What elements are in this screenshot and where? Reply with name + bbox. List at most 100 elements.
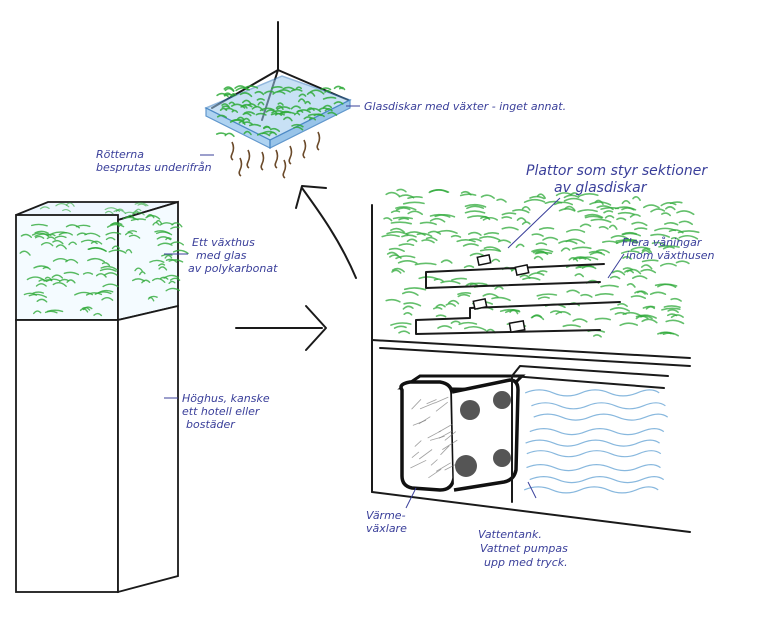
plant-stroke [93, 312, 103, 317]
plant-stroke [224, 132, 235, 138]
plant-stroke [255, 112, 267, 116]
plant-stroke [602, 240, 619, 244]
label-greenhouse-3: av polykarbonat [188, 262, 278, 275]
plant-stroke [104, 272, 118, 276]
plant-stroke [169, 277, 181, 281]
plant-stroke [497, 239, 511, 244]
hatch-stroke [430, 459, 438, 466]
plant-stroke [158, 266, 168, 271]
plant-stroke [649, 291, 667, 295]
hatch-stroke [440, 445, 450, 456]
label-greenhouse-2: med glas [196, 249, 247, 262]
plant-stroke [303, 116, 312, 120]
plant-stroke [467, 215, 489, 219]
plant-stroke [407, 196, 423, 199]
plant-stroke [161, 253, 173, 257]
plant-stroke [137, 203, 147, 207]
plate-control [476, 253, 492, 267]
plant-stroke [224, 107, 235, 111]
plant-stroke [35, 283, 47, 287]
plant-stroke [643, 204, 660, 209]
root-stroke [302, 139, 307, 159]
plant-stroke [23, 292, 37, 296]
plant-stroke [445, 302, 456, 307]
plant-stroke [536, 293, 558, 297]
plant-stroke [68, 241, 77, 246]
plant-stroke [105, 237, 116, 241]
plant-stroke [152, 277, 166, 283]
plant-stroke [580, 293, 593, 298]
plant-stroke [339, 86, 346, 91]
plant-stroke [458, 321, 478, 326]
plant-stroke [414, 262, 437, 266]
plant-stroke [512, 209, 530, 214]
plant-stroke [130, 218, 146, 222]
section-plants [381, 188, 700, 338]
plant-stroke [390, 322, 412, 326]
plant-stroke [257, 101, 265, 106]
plant-stroke [26, 276, 45, 281]
plant-stroke [63, 271, 80, 276]
plant-stroke [568, 257, 579, 262]
plant-stroke [403, 302, 422, 307]
plant-stroke [320, 87, 332, 91]
plate-control [472, 297, 488, 311]
plant-stroke [65, 258, 79, 264]
plant-stroke [515, 243, 525, 248]
plant-stroke [622, 238, 639, 243]
plant-stroke [390, 210, 401, 214]
label-roots-1: Rötterna [96, 148, 144, 161]
plant-stroke [297, 98, 306, 103]
plant-stroke [584, 213, 604, 219]
label-highrise-3: bostäder [186, 418, 236, 431]
plant-stroke [635, 315, 649, 320]
plant-stroke [223, 92, 231, 96]
plant-stroke [216, 92, 229, 98]
plant-stroke [263, 126, 270, 130]
plant-stroke [604, 215, 615, 219]
plant-stroke [165, 258, 178, 263]
plant-stroke [641, 264, 653, 270]
plant-stroke [595, 249, 610, 254]
plant-stroke [594, 317, 611, 321]
plant-stroke [572, 246, 592, 250]
plant-stroke [223, 93, 235, 97]
plant-stroke [496, 198, 507, 203]
plant-stroke [59, 278, 70, 282]
plant-stroke [283, 116, 293, 122]
plant-stroke [31, 223, 48, 227]
plant-stroke [581, 265, 597, 270]
plant-stroke [170, 241, 184, 246]
plant-stroke [306, 107, 315, 112]
plant-stroke [521, 206, 531, 211]
plant-stroke [126, 214, 135, 220]
hatch-stroke [418, 449, 433, 460]
cross-section [371, 188, 700, 533]
plant-stroke [598, 225, 609, 230]
plant-stroke [555, 311, 571, 316]
plant-stroke [589, 251, 606, 256]
plant-stroke [277, 102, 284, 106]
plant-stroke [482, 293, 499, 298]
plant-stroke [584, 215, 603, 219]
plant-stroke [421, 239, 435, 244]
plant-stroke [108, 249, 127, 254]
plant-stroke [624, 269, 634, 274]
plant-stroke [616, 217, 627, 221]
plant-stroke [457, 291, 472, 296]
hatch-stroke [418, 416, 431, 425]
plant-stroke [168, 280, 176, 284]
plant-stroke [87, 247, 107, 252]
plant-stroke [465, 282, 479, 287]
plant-stroke [158, 263, 166, 267]
plant-stroke [40, 242, 54, 247]
plant-stroke [391, 267, 405, 273]
plant-stroke [85, 292, 103, 296]
plant-stroke [542, 236, 559, 241]
plant-stroke [234, 85, 248, 91]
plant-stroke [531, 314, 543, 319]
plant-stroke [265, 109, 278, 115]
plant-stroke [402, 201, 425, 205]
arrow-head [295, 185, 327, 209]
